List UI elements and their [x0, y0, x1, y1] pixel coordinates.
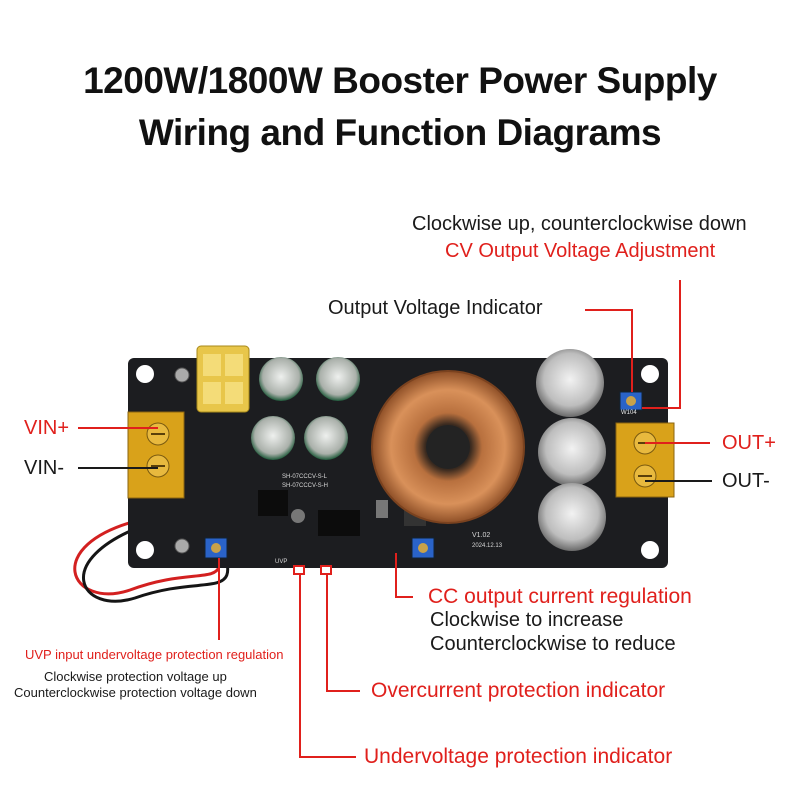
uvp-line2-label: Counterclockwise protection voltage down: [14, 685, 257, 700]
uvp-potentiometer: [204, 537, 228, 559]
uvp-line1-label: Clockwise protection voltage up: [44, 669, 227, 684]
output-indicator-label: Output Voltage Indicator: [328, 297, 543, 319]
black-leader-lines: [78, 467, 712, 482]
overcurrent-indicator-label: Overcurrent protection indicator: [371, 679, 666, 702]
mounting-holes: [136, 365, 659, 559]
undervoltage-indicator-label: Undervoltage protection indicator: [364, 745, 673, 768]
title-line-1: 1200W/1800W Booster Power Supply: [83, 60, 717, 101]
output-capacitors: [536, 349, 606, 551]
date-text: 2024.12.13: [472, 543, 503, 549]
cc-line1-label: Clockwise to increase: [430, 609, 624, 631]
cv-potentiometer: [619, 391, 643, 411]
input-capacitors: [251, 357, 360, 460]
output-terminal: [615, 422, 675, 498]
silk-text-2: SH-07CCCV-S-H: [282, 483, 328, 489]
cv-leader: [642, 280, 681, 409]
cc-title-label: CC output current regulation: [428, 585, 692, 608]
pot-code: W104: [621, 410, 637, 416]
cv-hint-label: Clockwise up, counterclockwise down: [412, 213, 747, 235]
out-plus-label: OUT+: [722, 432, 776, 454]
uvp-silk: UVP: [275, 559, 287, 565]
version-text: V1.02: [472, 532, 490, 539]
toroid-inductor: [371, 370, 525, 524]
input-terminal: [127, 411, 185, 499]
fuse-block: [196, 345, 250, 413]
silk-text-1: SH-07CCCV-S-L: [282, 474, 328, 480]
oc-led-marker: [320, 565, 332, 575]
vin-minus-label: VIN-: [24, 457, 64, 479]
uv-led-marker: [293, 565, 305, 575]
out-indicator-leader: [585, 309, 633, 392]
red-leader-lines: [78, 280, 710, 758]
cc-leader: [395, 553, 413, 598]
vin-plus-label: VIN+: [24, 417, 70, 439]
cc-line2-label: Counterclockwise to reduce: [430, 633, 676, 655]
cc-potentiometer: [411, 537, 435, 559]
uvp-title-label: UVP input undervoltage protection regula…: [25, 647, 284, 662]
cv-title-label: CV Output Voltage Adjustment: [445, 240, 716, 262]
out-minus-label: OUT-: [722, 470, 770, 492]
uv-leader: [299, 572, 356, 758]
title-line-2: Wiring and Function Diagrams: [138, 112, 662, 153]
oc-leader: [326, 572, 360, 692]
